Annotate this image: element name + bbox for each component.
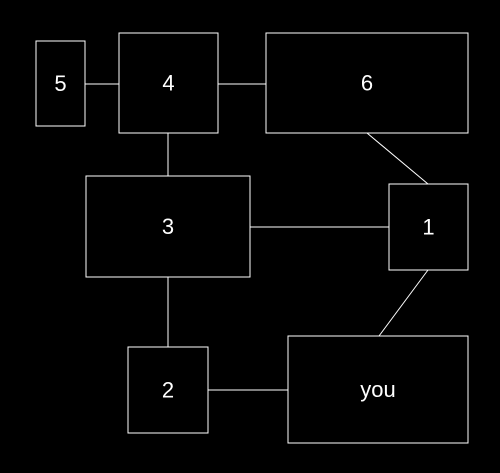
edge-6-1 bbox=[366, 132, 429, 185]
node-5-box bbox=[35, 40, 86, 127]
node-3-box bbox=[85, 175, 251, 278]
edge-1-you bbox=[378, 269, 429, 337]
node-6-label: 6 bbox=[361, 71, 373, 96]
node-you-box bbox=[287, 335, 469, 444]
node-2-label: 2 bbox=[162, 378, 174, 403]
node-5: 5 bbox=[35, 40, 86, 127]
node-5-label: 5 bbox=[54, 71, 66, 96]
node-6: 6 bbox=[265, 32, 469, 134]
node-3: 3 bbox=[85, 175, 251, 278]
node-4-box bbox=[118, 32, 219, 134]
edges bbox=[85, 83, 429, 391]
node-2: 2 bbox=[127, 346, 209, 434]
node-3-label: 3 bbox=[162, 214, 174, 239]
node-you-label: you bbox=[360, 377, 395, 402]
node-6-box bbox=[265, 32, 469, 134]
node-4-label: 4 bbox=[162, 71, 174, 96]
node-1-label: 1 bbox=[422, 215, 434, 240]
node-2-box bbox=[127, 346, 209, 434]
node-1-box bbox=[388, 183, 469, 271]
node-you: you bbox=[287, 335, 469, 444]
node-1: 1 bbox=[388, 183, 469, 271]
node-4: 4 bbox=[118, 32, 219, 134]
